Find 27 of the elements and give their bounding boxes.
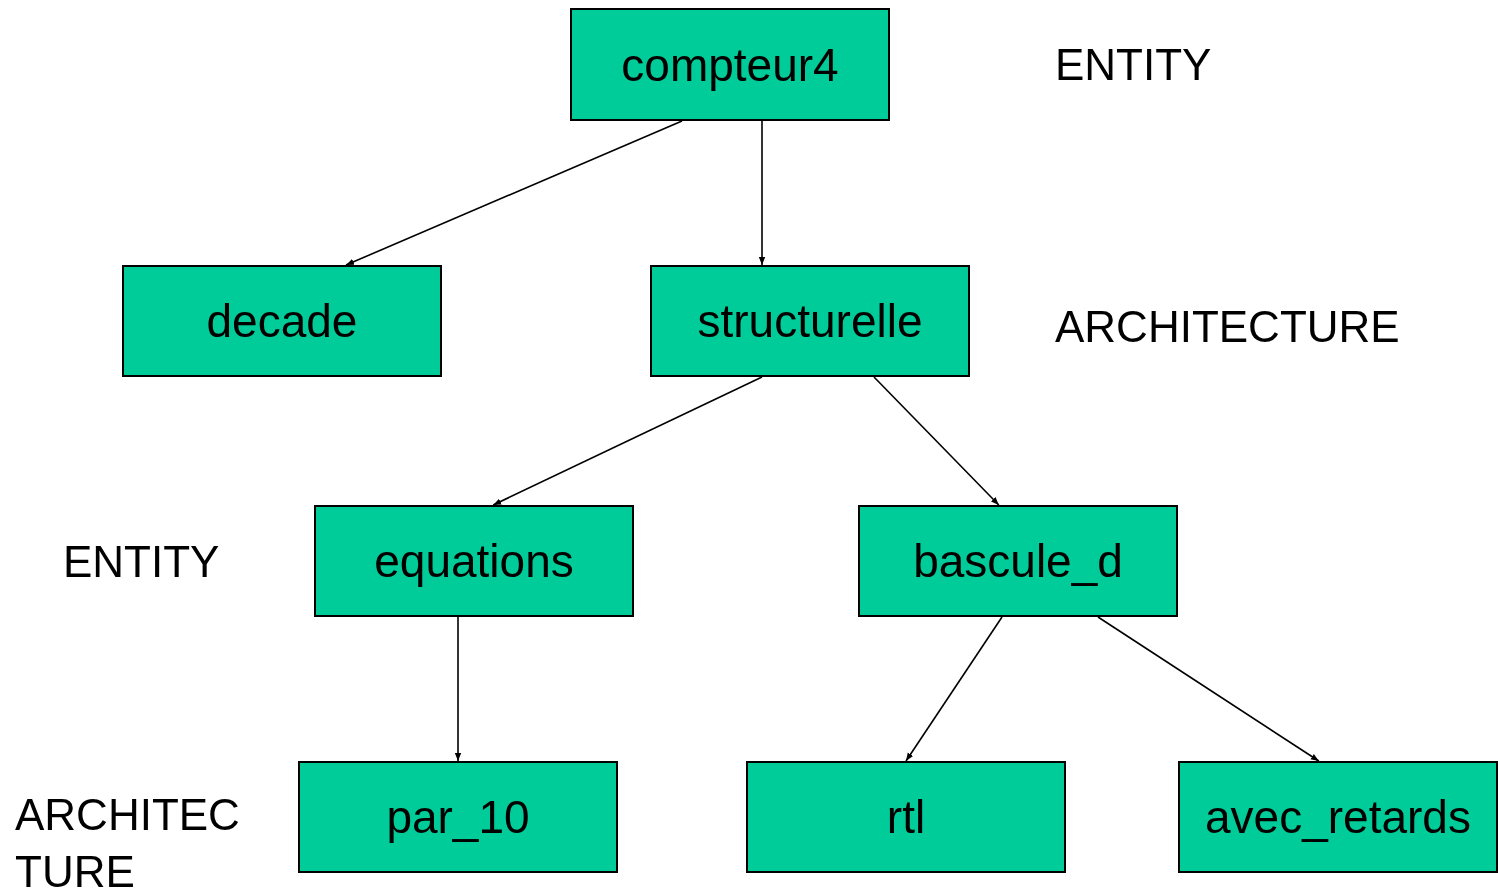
module-box xyxy=(650,265,970,377)
module-box xyxy=(298,761,618,873)
level-label: ENTITY xyxy=(63,536,220,588)
arrow xyxy=(905,616,1003,762)
module-name: par_10 xyxy=(386,790,530,844)
module-name: equations xyxy=(374,534,574,588)
arrow xyxy=(454,616,462,762)
arrow xyxy=(758,120,766,266)
module-box xyxy=(1178,761,1498,873)
level-label: ENTITY xyxy=(1055,39,1212,91)
module-box xyxy=(858,505,1178,617)
arrow xyxy=(873,376,1000,506)
arrow xyxy=(345,120,683,266)
arrow xyxy=(492,376,763,506)
module-box xyxy=(122,265,442,377)
module-name: decade xyxy=(206,294,358,348)
module-name: rtl xyxy=(886,790,926,844)
module-name: compteur4 xyxy=(621,37,839,92)
module-name: bascule_d xyxy=(913,534,1123,588)
level-label: ARCHITEC TURE xyxy=(15,789,241,894)
level-label: ARCHITECTURE xyxy=(1055,301,1400,353)
module-box xyxy=(746,761,1066,873)
module-box xyxy=(314,505,634,617)
module-box xyxy=(570,8,890,121)
arrow xyxy=(1097,616,1320,762)
module-name: avec_retards xyxy=(1205,790,1471,844)
module-name: structurelle xyxy=(697,294,923,348)
